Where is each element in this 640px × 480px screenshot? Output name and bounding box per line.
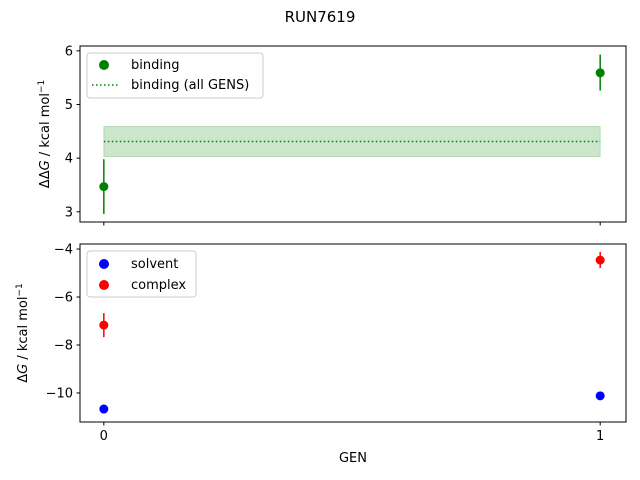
complex-point xyxy=(99,320,109,330)
bottom-ylabel: ΔG / kcal mol−1 xyxy=(15,283,31,383)
top-panel: 3 4 5 6 ΔΔG / kcal mol−1 binding binding (a… xyxy=(37,44,627,226)
bottom-axes-frame xyxy=(79,243,627,423)
legend-label-binding: binding xyxy=(131,58,179,73)
top-axes-frame xyxy=(79,45,627,223)
ytick-label: 6 xyxy=(65,44,73,59)
ytick-label: −6 xyxy=(54,291,73,306)
legend-marker-complex xyxy=(99,280,109,290)
legend-label-complex: complex xyxy=(131,278,186,293)
ytick-label: −8 xyxy=(54,338,73,353)
bottom-xlabel: GEN xyxy=(339,451,367,466)
legend-marker-solvent xyxy=(99,259,109,269)
solvent-point xyxy=(595,391,605,401)
ytick-label: 3 xyxy=(65,205,73,220)
top-ylabel: ΔΔG / kcal mol−1 xyxy=(37,80,53,188)
legend-box xyxy=(86,250,197,298)
top-legend: binding binding (all GENS) xyxy=(86,52,264,99)
ytick-label: 5 xyxy=(65,98,73,113)
ytick-label: −10 xyxy=(46,386,73,401)
legend-box xyxy=(86,52,264,99)
bottom-panel: −10 −8 −6 −4 0 1 ΔG / kcal mol−1 GEN solvent … xyxy=(15,243,627,466)
binding-point xyxy=(99,182,109,192)
binding-point xyxy=(595,68,605,78)
xtick-label: 0 xyxy=(100,429,108,444)
legend-label-mean: binding (all GENS) xyxy=(131,78,249,93)
legend-label-solvent: solvent xyxy=(131,257,178,272)
ytick-label: −4 xyxy=(54,243,73,258)
ytick-label: 4 xyxy=(65,152,73,167)
bottom-legend: solvent complex xyxy=(86,250,197,298)
legend-marker-binding xyxy=(99,60,109,70)
figure-title: RUN7619 xyxy=(285,8,356,26)
complex-point xyxy=(595,255,605,265)
solvent-point xyxy=(99,404,109,414)
xtick-label: 1 xyxy=(596,429,604,444)
